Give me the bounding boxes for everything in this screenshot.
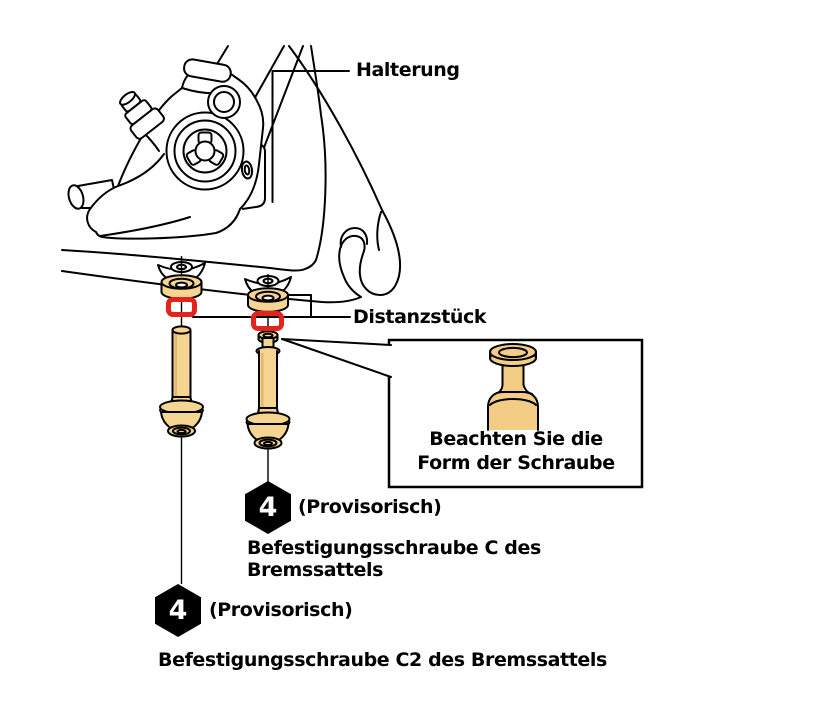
label-halterung: Halterung — [356, 59, 460, 81]
frame-tube-line — [259, 45, 304, 159]
screw-shape-drawing — [487, 343, 539, 431]
spacer-highlight-right — [251, 311, 284, 331]
piston-cap — [165, 111, 245, 191]
label-bolt-c2: Befestigungsschraube C2 des Bremssattels — [158, 649, 607, 671]
label-distanzstueck: Distanzstück — [353, 306, 487, 328]
label-bolt-c: Befestigungsschraube C des Bremssattels — [247, 537, 541, 581]
spacer-highlight-left — [166, 297, 197, 317]
callout-note-text: Beachten Sie die Form der Schraube — [390, 427, 642, 475]
provisional-note-bolt-c: (Provisorisch) — [298, 496, 442, 518]
washer-left — [160, 274, 203, 300]
label-bolt-c-line1: Befestigungsschraube C des — [247, 537, 541, 559]
brake-caliper-drawing — [67, 58, 266, 240]
callout-note-line1: Beachten Sie die — [429, 428, 603, 450]
label-bolt-c-line2: Bremssattels — [247, 559, 384, 581]
callout-box — [281, 338, 644, 489]
bleed-screw — [119, 90, 165, 140]
provisional-note-bolt-c2: (Provisorisch) — [209, 599, 353, 621]
step-number: 4 — [258, 492, 278, 523]
washer-right — [247, 287, 289, 313]
callout-note-line2: Form der Schraube — [417, 452, 615, 474]
step-number: 4 — [168, 595, 188, 626]
halterung-leader-line — [271, 70, 350, 203]
distanzstueck-elbow-line — [286, 294, 312, 318]
mounting-bolt-c — [245, 330, 291, 450]
mounting-bolt-c2 — [159, 325, 204, 438]
